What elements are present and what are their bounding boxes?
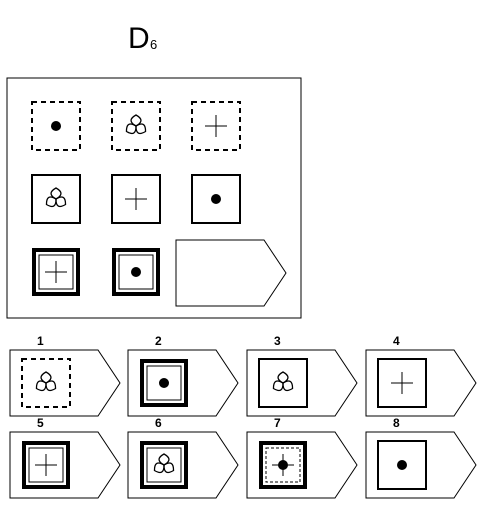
single-frame <box>258 358 308 408</box>
matrix-cell-r3-c1 <box>32 248 80 296</box>
answer-option-card[interactable] <box>9 349 121 417</box>
matrix-cell-r2-c3 <box>191 174 241 224</box>
answer-option-card[interactable] <box>246 349 358 417</box>
inner-frame <box>28 447 64 483</box>
matrix-cell-r1-c1 <box>31 101 81 151</box>
answer-option-number: 7 <box>274 416 281 430</box>
dashed-frame <box>21 358 71 408</box>
trefoil-icon <box>125 114 147 135</box>
single-frame <box>377 358 427 408</box>
single-frame <box>111 174 161 224</box>
answer-option-card[interactable] <box>246 431 358 499</box>
cross-icon <box>45 261 67 283</box>
thick-frame <box>140 359 188 407</box>
answer-option-number: 3 <box>274 334 281 348</box>
answer-option-number: 6 <box>155 416 162 430</box>
answer-option-8[interactable]: 8 <box>365 416 477 499</box>
cross-icon <box>125 188 147 210</box>
matrix-cell-r2-c2 <box>111 174 161 224</box>
dot-icon <box>397 460 407 470</box>
trefoil-icon <box>272 371 294 392</box>
answer-option-number: 4 <box>393 334 400 348</box>
answer-option-card[interactable] <box>365 349 477 417</box>
dot-icon <box>51 121 61 131</box>
matrix-cell-r3-c2 <box>112 248 160 296</box>
problem-matrix-frame <box>6 77 302 319</box>
answer-option-2[interactable]: 2 <box>127 334 239 417</box>
matrix-cell-r1-c3 <box>191 101 241 151</box>
trefoil-icon <box>153 453 175 474</box>
cross-icon <box>205 115 227 137</box>
answer-option-card[interactable] <box>365 431 477 499</box>
dot-icon <box>131 267 141 277</box>
dot-icon <box>159 378 169 388</box>
dot-icon <box>211 194 221 204</box>
answer-option-6[interactable]: 6 <box>127 416 239 499</box>
thick-frame <box>32 248 80 296</box>
answer-option-1[interactable]: 1 <box>9 334 121 417</box>
thick-frame <box>259 441 307 489</box>
answer-option-number: 5 <box>37 416 44 430</box>
matrix-cell-r3-c3 <box>175 239 287 307</box>
matrix-cell-r1-c2 <box>111 101 161 151</box>
puzzle-title-subscript: 6 <box>150 37 157 52</box>
inner-frame <box>146 365 182 401</box>
answer-options: 1 2 3 4 5 6 7 8 <box>9 334 477 499</box>
inner-dashed-frame <box>265 447 301 483</box>
matrix-cell-r2-c1 <box>31 174 81 224</box>
single-frame <box>377 440 427 490</box>
trefoil-icon <box>35 371 57 392</box>
thick-frame <box>112 248 160 296</box>
trefoil-icon <box>45 187 67 208</box>
puzzle-title: D <box>128 22 150 55</box>
inner-frame <box>146 447 182 483</box>
answer-option-7[interactable]: 7 <box>246 416 358 499</box>
cross-icon <box>391 372 413 394</box>
inner-frame <box>118 254 154 290</box>
inner-frame <box>38 254 74 290</box>
single-frame <box>191 174 241 224</box>
answer-option-number: 1 <box>37 334 44 348</box>
problem-matrix <box>31 101 287 307</box>
dot-cross-icon <box>272 454 294 476</box>
answer-option-5[interactable]: 5 <box>9 416 121 499</box>
dashed-frame <box>31 101 81 151</box>
answer-option-4[interactable]: 4 <box>365 334 477 417</box>
missing-answer-slot[interactable] <box>175 239 287 307</box>
thick-frame <box>140 441 188 489</box>
dashed-frame <box>111 101 161 151</box>
dashed-frame <box>191 101 241 151</box>
single-frame <box>31 174 81 224</box>
answer-option-3[interactable]: 3 <box>246 334 358 417</box>
answer-option-number: 2 <box>155 334 162 348</box>
answer-option-number: 8 <box>393 416 400 430</box>
cross-icon <box>35 454 57 476</box>
thick-frame <box>22 441 70 489</box>
